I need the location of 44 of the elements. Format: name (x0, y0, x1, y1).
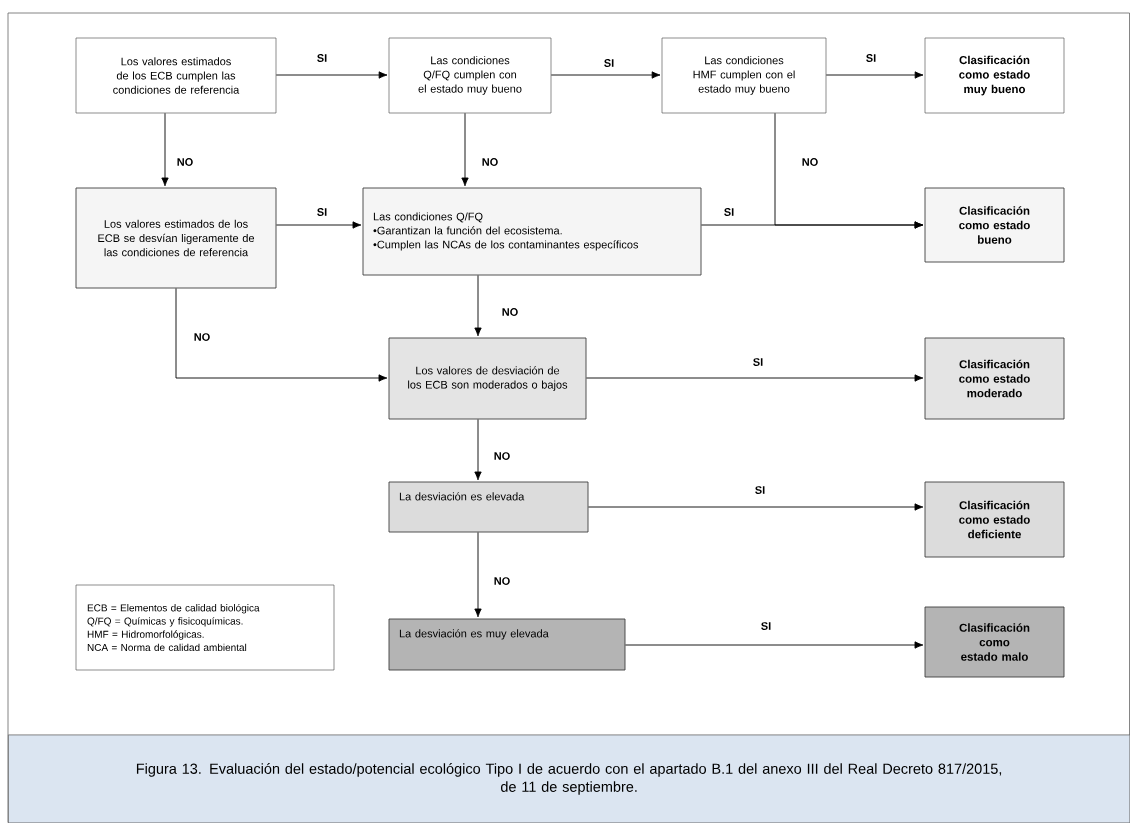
edge-label: SI (866, 54, 876, 62)
edge-label: SI (724, 208, 734, 216)
arrow (276, 221, 362, 229)
arrow (461, 112, 469, 187)
edge-label: NO (194, 333, 210, 341)
process-box: Las condiciones HMF cumplen con el estado muy bueno (661, 37, 827, 114)
process-box: La desviación es elevada (388, 481, 589, 533)
process-box: La desviación es muy elevada (388, 618, 626, 671)
edge-label: NO (502, 308, 518, 316)
process-box: Los valores estimados de los ECB se desvían ligeramente de las condiciones de referencia (75, 187, 277, 289)
arrow (161, 112, 169, 187)
process-box: Las condiciones Q/FQ cumplen con el estado muy bueno (388, 37, 552, 114)
arrow (586, 374, 924, 382)
arrow (275, 71, 388, 79)
edge-label: NO (802, 158, 818, 166)
caption: Figura 13. Evaluación del estado/potencial ecológico Tipo I de acuerdo con el apartado B.1 del anexo III del Real Decreto 817/2015, de 11 de septiembre. (8, 734, 1130, 823)
edge-label: SI (761, 622, 771, 630)
edge-label: SI (604, 59, 614, 67)
result-box: Clasificación como estado deficiente (924, 481, 1065, 558)
arrow (588, 503, 924, 511)
arrow (625, 641, 924, 649)
result-box: Clasificación como estado muy bueno (924, 37, 1065, 114)
arrow (474, 275, 482, 337)
edge-label: SI (317, 208, 327, 216)
edge-label: SI (755, 486, 765, 494)
process-box: Los valores de desviación de los ECB son moderados o bajos (388, 337, 587, 420)
arrow (474, 532, 482, 618)
process-box: Los valores estimados de los ECB cumplen las condiciones de referencia (75, 37, 277, 114)
arrow (550, 71, 661, 79)
arrow (701, 221, 924, 229)
edge-label: SI (753, 358, 763, 366)
result-box: Clasificación como estado moderado (924, 337, 1065, 420)
arrow (175, 288, 388, 382)
edge-label: NO (177, 158, 193, 166)
process-box: Las condiciones Q/FQ •Garantizan la función del ecosistema. •Cumplen las NCAs de los contaminantes específicos (362, 187, 702, 276)
arrow (825, 71, 924, 79)
result-box: Clasificación como estado malo (924, 606, 1065, 678)
note-box: ECB = Elementos de calidad biológica Q/FQ = Químicas y fisicoquímicas. HMF = Hidromorfológicas. NCA = Norma de calidad ambiental (75, 584, 335, 671)
result-box: Clasificación como estado bueno (924, 187, 1065, 263)
arrow (474, 419, 482, 481)
edge-label: SI (317, 54, 327, 62)
edge-label: NO (494, 577, 510, 585)
edge-label: NO (482, 158, 498, 166)
edge-label: NO (494, 452, 510, 460)
